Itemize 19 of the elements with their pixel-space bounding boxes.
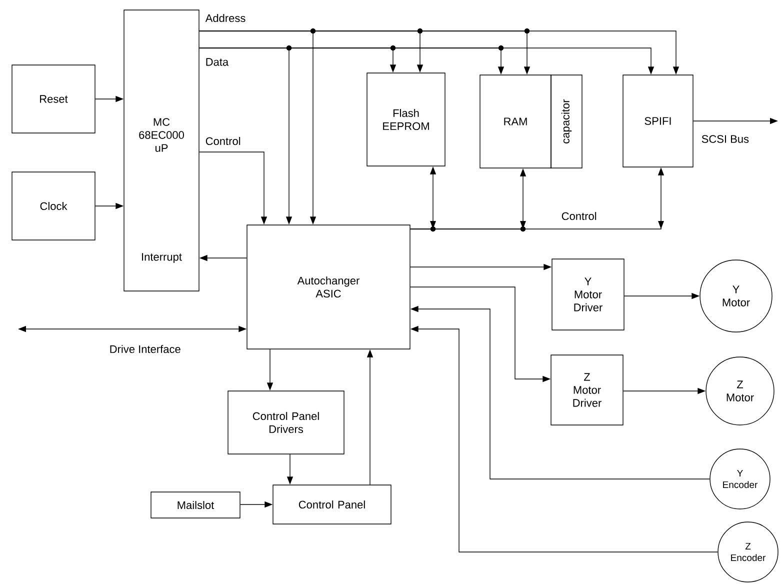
memory-box: Flash EEPROM [366, 72, 446, 166]
capacitor-box: capacitor [550, 74, 582, 168]
process-box: Control Panel [272, 484, 392, 524]
asic-box: Autochanger ASIC [246, 224, 410, 350]
process-box: Reset [12, 64, 96, 134]
memory-box: RAM [480, 74, 552, 168]
edge-label: Control [560, 210, 598, 222]
edge-label: Address [204, 12, 247, 24]
edge-label: Data [204, 57, 230, 67]
process-box: Clock [12, 172, 96, 240]
edge-label: Control [204, 136, 242, 146]
driver-box: Z Motor Driver [550, 354, 624, 426]
edge-label: SCSI Bus [700, 134, 750, 144]
driver-box: Y Motor Driver [552, 258, 624, 330]
processor-box: MC 68EC000 uP Interrupt [124, 10, 200, 292]
process-box: Control Panel Drivers [228, 390, 344, 454]
edge-label: Drive Interface [108, 344, 182, 354]
controller-box: SPIFI [622, 74, 694, 168]
process-box: Mailslot [150, 492, 240, 518]
